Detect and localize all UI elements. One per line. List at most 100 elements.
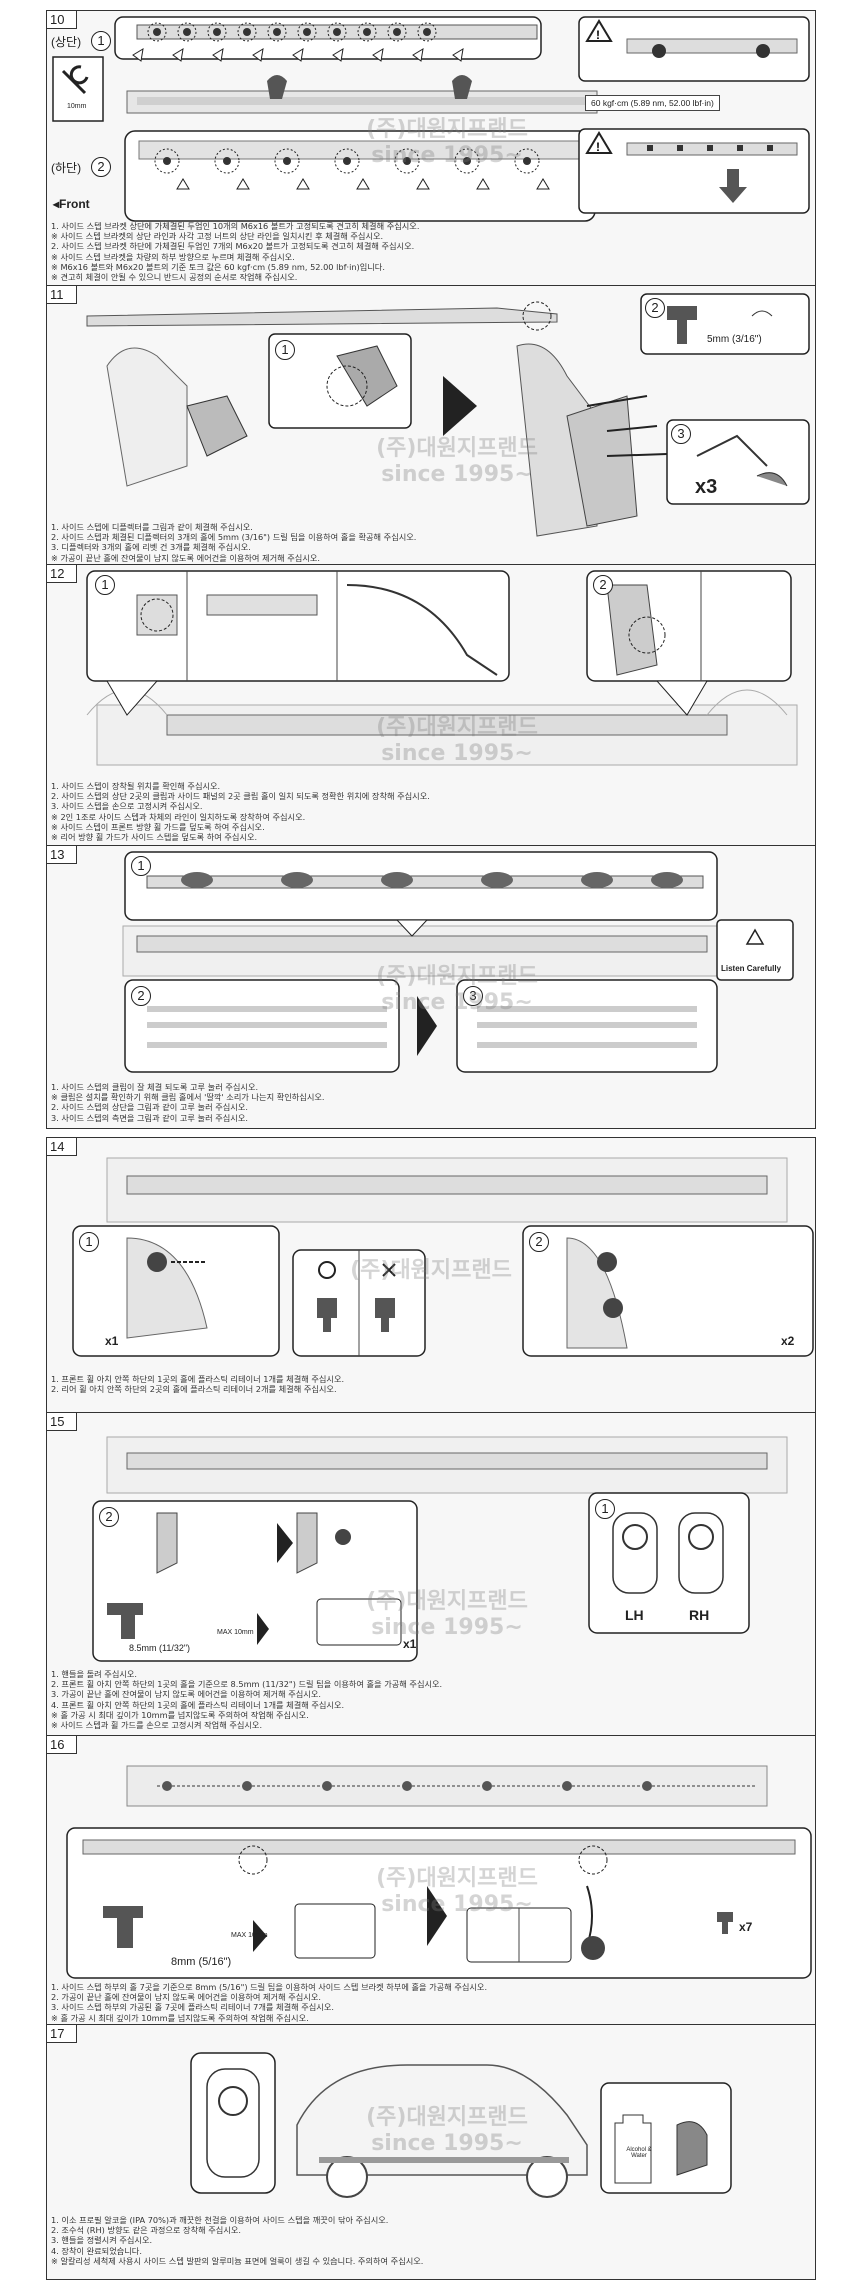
callout-number: 1 bbox=[79, 1232, 99, 1252]
note-line: ※ 클립은 설치를 확인하기 위해 클립 홀에서 '딸깍' 소리가 나는지 확인… bbox=[51, 1092, 325, 1103]
step-number: 17 bbox=[47, 2025, 77, 2043]
wrench-size-label: 10mm bbox=[67, 103, 87, 110]
step-number: 16 bbox=[47, 1736, 77, 1754]
note-line: ※ M6x16 볼트와 M6x20 볼트의 기준 토크 값은 60 kgf·cm… bbox=[51, 261, 385, 272]
step-notes: 1. 사이드 스텝이 장착될 위치를 확인해 주십시오. 2. 사이드 스텝의 … bbox=[51, 781, 430, 842]
lower-label: (하단) bbox=[51, 161, 82, 175]
step-notes: 1. 프론트 휠 아치 안쪽 하단의 1곳의 홀에 플라스틱 리테이너 1개를 … bbox=[51, 1374, 344, 1394]
callout-number: 3 bbox=[463, 986, 483, 1006]
note-line: 3. 가공이 끝난 홀에 잔여물이 남지 않도록 에어건을 이용하여 제거해 주… bbox=[51, 1689, 321, 1700]
max-depth-label: MAX 10mm bbox=[231, 1932, 268, 1939]
left-hand-label: LH bbox=[625, 1607, 644, 1623]
callout-number: 1 bbox=[595, 1499, 615, 1519]
note-line: 1. 사이드 스텝 브라켓 상단에 가체결된 두엄인 10개의 M6x16 볼트… bbox=[51, 221, 420, 231]
note-line: ※ 견고히 체결이 안될 수 있으니 반드시 공정의 순서로 작업해 주십시오. bbox=[51, 272, 298, 283]
note-line: 3. 디플렉터와 3개의 홀에 리벳 건 3개를 체결해 주십시오. bbox=[51, 542, 251, 553]
note-line: 1. 사이드 스텝이 장착될 위치를 확인해 주십시오. bbox=[51, 781, 221, 791]
note-line: ※ 사이드 스텝 브라켓의 상단 라인과 사각 고정 너트의 상단 라인을 일치… bbox=[51, 231, 384, 242]
step-notes: 1. 사이드 스텝 브라켓 상단에 가체결된 두엄인 10개의 M6x16 볼트… bbox=[51, 221, 419, 282]
step-number: 11 bbox=[47, 286, 77, 304]
step-number: 10 bbox=[47, 11, 77, 29]
step-10-illustration: ! ! bbox=[52, 16, 810, 222]
quantity-label: x1 bbox=[403, 1637, 417, 1651]
note-line: ※ 홀 가공 시 최대 깊이가 10mm를 넘지않도록 주의하여 작업해 주십시… bbox=[51, 2012, 309, 2023]
callout-number: 1 bbox=[275, 340, 295, 360]
note-line: 1. 사이드 스텝에 디플렉터를 그림과 같이 체결해 주십시오. bbox=[51, 522, 253, 532]
step-12-illustration bbox=[86, 570, 798, 766]
note-line: 1. 사이드 스텝의 클립이 잘 체결 되도록 고루 눌러 주십시오. bbox=[51, 1082, 259, 1092]
note-line: ※ 사이드 스텝 브라켓을 차량의 하부 방향으로 누르며 체결해 주십시오. bbox=[51, 251, 295, 262]
note-line: 2. 사이드 스텝의 상단 2곳의 클립과 사이드 패널의 2곳 클립 홀이 일… bbox=[51, 791, 430, 802]
note-line: 1. 사이드 스텝 하부의 홀 7곳을 기준으로 8mm (5/16") 드릴 … bbox=[51, 1982, 488, 1992]
step-10: ! ! 10 (상단) 1 10mm (하단) 2 ◂Front 60 kgf·… bbox=[46, 10, 816, 286]
step-14: 14 1 2 x1 x2 (주)대원지프랜드 1. 프론트 휠 아치 안쪽 하단… bbox=[46, 1137, 816, 1417]
note-line: 2. 리어 휠 아치 안쪽 하단의 2곳의 홀에 플라스틱 리테이너 2개를 체… bbox=[51, 1384, 337, 1395]
step-notes: 1. 사이드 스텝에 디플렉터를 그림과 같이 체결해 주십시오. 2. 사이드… bbox=[51, 522, 416, 563]
callout-number: 1 bbox=[95, 575, 115, 595]
step-14-illustration bbox=[72, 1157, 814, 1357]
upper-label: (상단) bbox=[51, 35, 82, 49]
step-number: 15 bbox=[47, 1413, 77, 1431]
callout-number: 2 bbox=[529, 1232, 549, 1252]
step-number: 14 bbox=[47, 1138, 77, 1156]
note-line: 2. 사이드 스텝 브라켓 하단에 가체결된 두엄인 7개의 M6x20 볼트가… bbox=[51, 241, 415, 252]
callout-number: 2 bbox=[99, 1507, 119, 1527]
note-line: 3. 사이드 스텝 하부의 가공된 홀 7곳에 플라스틱 리테이너 7개를 체결… bbox=[51, 2002, 334, 2013]
drill-size-label: 8mm (5/16") bbox=[171, 1956, 232, 1968]
note-line: ※ 가공이 끝난 홀에 잔여물이 남지 않도록 에어건을 이용하여 제거해 주십… bbox=[51, 552, 320, 563]
drill-size-label: 5mm (3/16") bbox=[707, 334, 762, 345]
callout-number: 2 bbox=[91, 157, 111, 177]
note-line: ※ 알칼리성 세척제 사용시 사이드 스텝 발판의 알루미늄 표면에 얼룩이 생… bbox=[51, 2255, 424, 2266]
note-line: 2. 조수석 (RH) 방향도 같은 과정으로 장착해 주십시오. bbox=[51, 2225, 241, 2236]
bottle-label: Alcohol & Water bbox=[626, 2147, 652, 2159]
step-17: 17 Alcohol & Water (주)대원지프랜드 since 1995~… bbox=[46, 2024, 816, 2280]
quantity-label: x2 bbox=[781, 1334, 795, 1348]
max-depth-label: MAX 10mm bbox=[217, 1629, 254, 1636]
callout-number: 2 bbox=[645, 298, 665, 318]
right-hand-label: RH bbox=[689, 1607, 710, 1623]
drill-size-label: 8.5mm (11/32") bbox=[129, 1643, 191, 1653]
svg-text:!: ! bbox=[596, 140, 600, 154]
step-notes: 1. 이소 프로필 알코올 (IPA 70%)과 깨끗한 천걸을 이용하여 사이… bbox=[51, 2215, 423, 2266]
note-line: ※ 사이드 스텝이 프론트 방향 휠 가드를 덮도록 하여 주십시오. bbox=[51, 821, 265, 832]
callout-number: 3 bbox=[671, 424, 691, 444]
step-12: 12 1 2 (주)대원지프랜드 since 1995~ 1. 사이드 스텝이 … bbox=[46, 564, 816, 846]
step-15-illustration bbox=[92, 1436, 788, 1662]
quantity-label: x3 bbox=[695, 476, 718, 498]
step-15: 15 2 1 8.5mm (11/32") MAX 10mm x1 LH RH … bbox=[46, 1412, 816, 1736]
note-line: ※ 리어 방향 휠 가드가 사이드 스텝을 덮도록 하여 주십시오. bbox=[51, 832, 258, 843]
quantity-label: x7 bbox=[739, 1920, 753, 1934]
note-line: 4. 장착이 완료되었습니다. bbox=[51, 2245, 142, 2256]
note-line: 2. 가공이 끝난 홀에 잔여물이 남지 않도록 에어건을 이용하여 제거해 주… bbox=[51, 1992, 321, 2003]
note-line: ※ 사이드 스텝과 휠 가드를 손으로 고정시켜 작업해 주십시오. bbox=[51, 1720, 263, 1731]
step-number: 13 bbox=[47, 846, 77, 864]
note-line: 4. 프론트 휠 아치 안쪽 하단의 1곳의 홀에 플라스틱 리테이너 1개를 … bbox=[51, 1699, 345, 1710]
torque-spec: 60 kgf·cm (5.89 nm, 52.00 lbf·in) bbox=[585, 95, 720, 111]
step-16-illustration bbox=[66, 1765, 812, 1979]
note-line: 2. 사이드 스텝의 상단을 그림과 같이 고루 눌러 주십시오. bbox=[51, 1102, 248, 1113]
callout-number: 2 bbox=[131, 986, 151, 1006]
note-line: 1. 핸들을 돌려 주십시오. bbox=[51, 1669, 138, 1679]
step-13-illustration bbox=[122, 851, 794, 1073]
callout-number: 1 bbox=[131, 856, 151, 876]
callout-number: 1 bbox=[91, 31, 111, 51]
note-line: 3. 사이드 스텝을 손으로 고정시켜 주십시오. bbox=[51, 801, 203, 812]
step-number: 12 bbox=[47, 565, 77, 583]
step-notes: 1. 사이드 스텝 하부의 홀 7곳을 기준으로 8mm (5/16") 드릴 … bbox=[51, 1982, 487, 2023]
callout-number: 2 bbox=[593, 575, 613, 595]
note-line: ※ 홀 가공 시 최대 깊이가 10mm를 넘지않도록 주의하여 작업해 주십시… bbox=[51, 1709, 309, 1720]
step-13: 13 1 2 3 Listen Carefully (주)대원지프랜드 sinc… bbox=[46, 845, 816, 1129]
svg-text:!: ! bbox=[596, 28, 600, 42]
note-line: 1. 프론트 휠 아치 안쪽 하단의 1곳의 홀에 플라스틱 리테이너 1개를 … bbox=[51, 1374, 345, 1384]
front-direction-label: ◂Front bbox=[53, 197, 90, 211]
note-line: 3. 핸들을 정렬시켜 주십시오. bbox=[51, 2235, 153, 2246]
note-line: 2. 프론트 휠 아치 안쪽 하단의 1곳의 홀을 기준으로 8.5mm (11… bbox=[51, 1679, 443, 1690]
quantity-label: x1 bbox=[105, 1334, 119, 1348]
note-line: ※ 2인 1조로 사이드 스텝과 차체의 라인이 일치하도록 장착하여 주십시오… bbox=[51, 811, 306, 822]
step-16: 16 8mm (5/16") MAX 10mm x7 (주)대원지프랜드 sin… bbox=[46, 1735, 816, 2025]
step-11: 11 1 2 3 5mm (3/16") x3 (주)대원지프랜드 since … bbox=[46, 285, 816, 565]
step-notes: 1. 사이드 스텝의 클립이 잘 체결 되도록 고루 눌러 주십시오. ※ 클립… bbox=[51, 1082, 325, 1123]
step-notes: 1. 핸들을 돌려 주십시오. 2. 프론트 휠 아치 안쪽 하단의 1곳의 홀… bbox=[51, 1669, 442, 1730]
note-line: 1. 이소 프로필 알코올 (IPA 70%)과 깨끗한 천걸을 이용하여 사이… bbox=[51, 2215, 389, 2225]
